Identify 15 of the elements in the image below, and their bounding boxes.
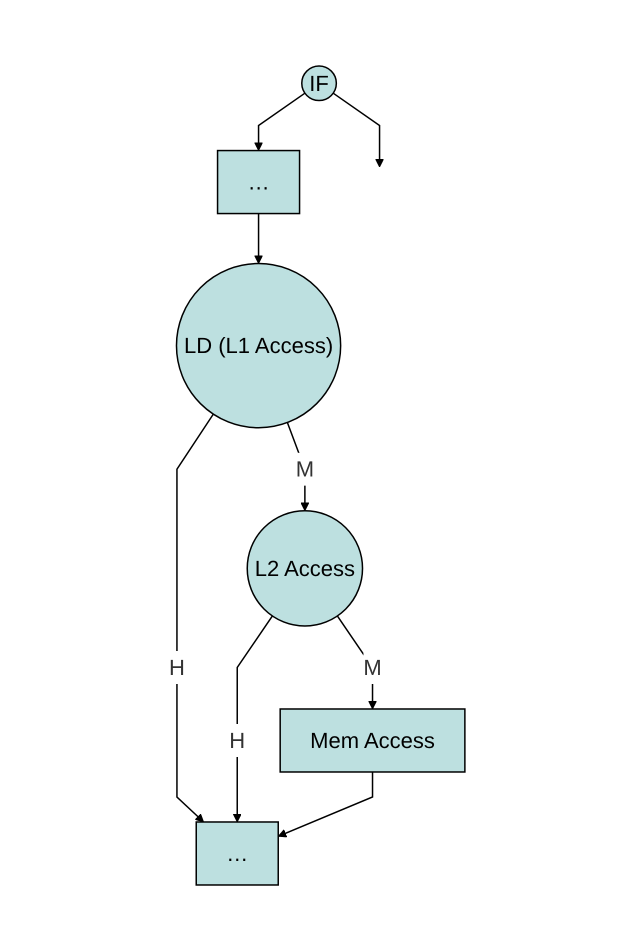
edge-label: H (228, 727, 245, 752)
node-circle: IF (300, 64, 337, 101)
edge-label: H (168, 654, 184, 680)
node-circle: LD (L1 Access) (175, 262, 341, 428)
arrow (332, 92, 384, 167)
arrow (176, 413, 214, 822)
node-box: … (216, 149, 300, 214)
arrow (254, 92, 305, 150)
node-circle: L2 Access (246, 509, 363, 626)
edge-label: M (295, 456, 314, 482)
arrow (254, 213, 263, 264)
edge-label: M (362, 654, 382, 680)
node-box: Mem Access (279, 708, 466, 772)
node-box: … (195, 820, 279, 886)
arrow (277, 772, 373, 837)
